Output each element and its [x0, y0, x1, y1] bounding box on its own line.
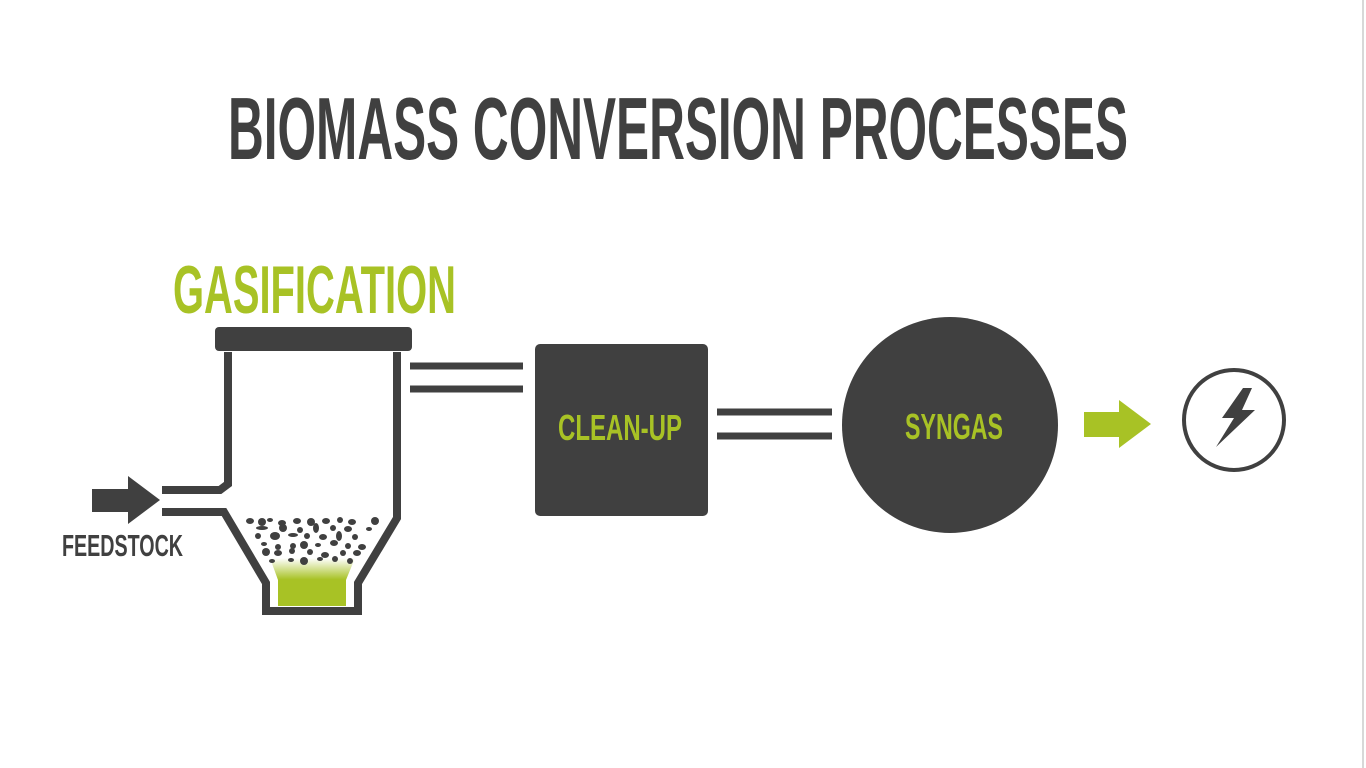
- particle: [371, 517, 379, 525]
- syngas-label: SYNGAS: [905, 406, 1003, 447]
- particle: [293, 518, 301, 524]
- particle: [321, 552, 329, 558]
- particle: [300, 557, 308, 565]
- particle: [274, 550, 282, 556]
- gasifier-lid: [215, 327, 412, 351]
- particle: [255, 533, 261, 539]
- particle: [275, 544, 281, 550]
- particle: [297, 527, 303, 533]
- particle: [348, 519, 356, 525]
- particle: [322, 518, 330, 524]
- particle: [261, 542, 267, 546]
- particle: [289, 548, 295, 554]
- particle: [358, 544, 366, 550]
- feedstock-label: FEEDSTOCK: [62, 528, 183, 563]
- particle: [288, 533, 298, 537]
- particle: [345, 543, 351, 549]
- particle: [290, 543, 296, 549]
- particle: [317, 557, 323, 561]
- particle: [344, 526, 352, 532]
- particle: [315, 543, 321, 547]
- lightning-bolt-icon: [1182, 368, 1286, 472]
- particle: [313, 523, 319, 533]
- process-title: GASIFICATION: [173, 252, 456, 328]
- particle: [258, 518, 266, 526]
- particle: [319, 534, 327, 540]
- particle: [336, 531, 342, 541]
- pipe-cleanup-to-syngas: [717, 408, 832, 440]
- particle: [300, 541, 308, 549]
- particle: [366, 527, 372, 531]
- particle: [288, 558, 294, 562]
- particle: [307, 518, 315, 526]
- particle: [330, 525, 336, 531]
- particle: [246, 518, 254, 524]
- particle: [347, 558, 353, 564]
- particle: [267, 518, 273, 522]
- particle: [352, 534, 358, 540]
- particle: [279, 524, 287, 532]
- cleanup-box: [535, 344, 708, 516]
- particle: [330, 540, 338, 546]
- particle: [262, 548, 270, 556]
- pipe-gasifier-to-cleanup: [410, 362, 523, 393]
- output-arrow-icon: [1084, 400, 1151, 448]
- particle: [353, 550, 361, 556]
- heat-zone: [270, 558, 355, 606]
- particle: [337, 517, 343, 523]
- cleanup-label: CLEAN-UP: [558, 407, 682, 448]
- gasifier-vessel: [162, 352, 401, 615]
- particle: [340, 550, 346, 556]
- particle: [269, 559, 275, 563]
- particle: [270, 532, 280, 540]
- particle: [256, 526, 268, 530]
- particle: [332, 556, 338, 562]
- feedstock-particles: [246, 517, 379, 565]
- page-title: BIOMASS CONVERSION PROCESSES: [228, 79, 1128, 178]
- feed-arrow-icon: [92, 476, 160, 524]
- syngas-circle: [842, 317, 1058, 533]
- particle: [304, 533, 310, 539]
- particle: [307, 549, 313, 555]
